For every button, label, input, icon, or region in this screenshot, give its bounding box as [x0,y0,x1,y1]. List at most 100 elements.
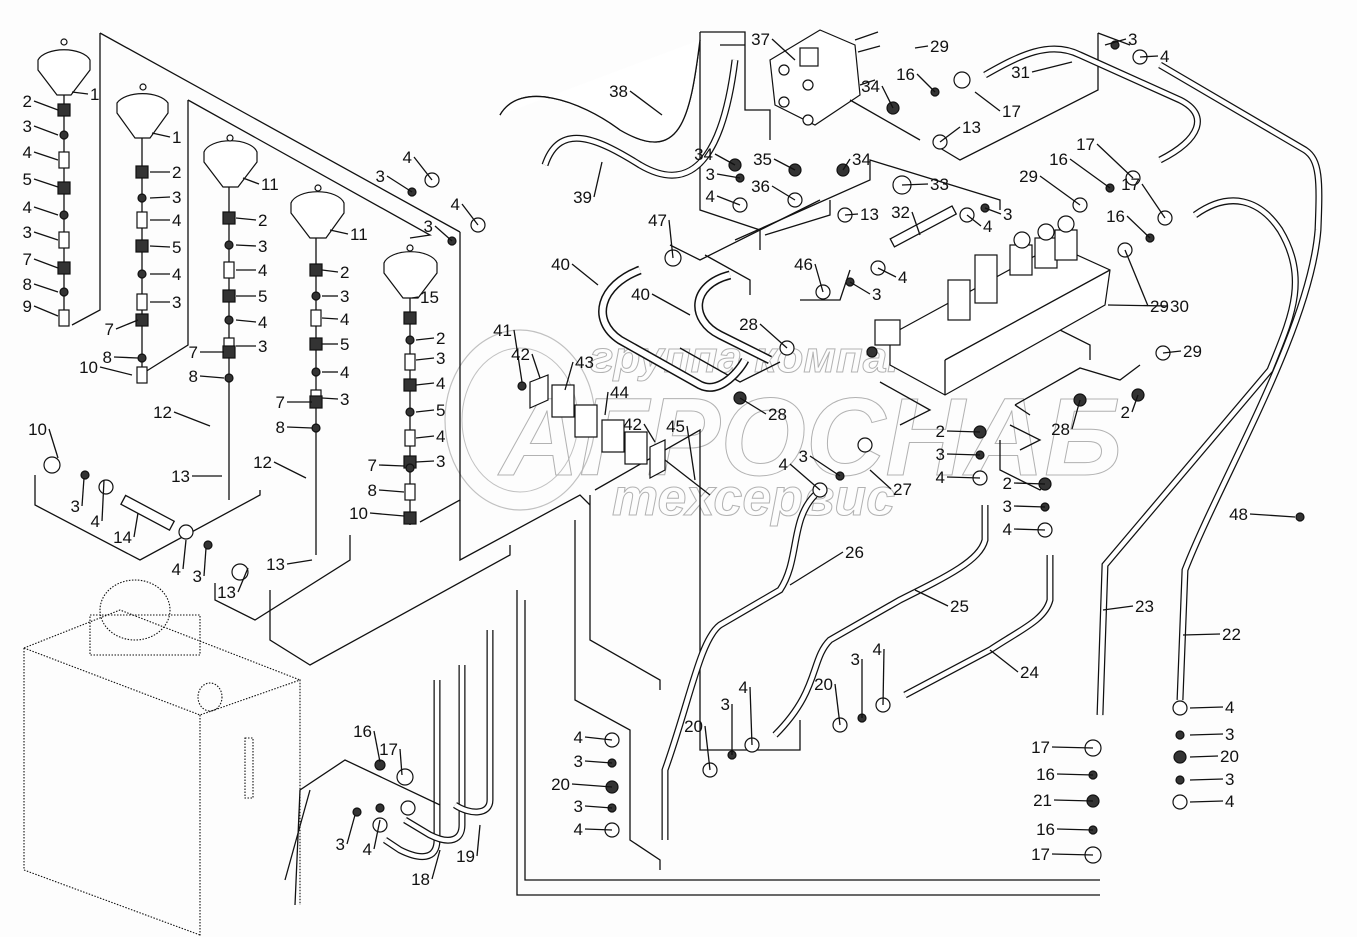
callout-34: 34 [852,150,871,169]
leader-line [584,828,613,831]
leader-line [1126,215,1151,239]
callout-3: 3 [721,695,730,714]
leader-line [71,91,89,95]
reservoir-15 [383,244,438,299]
hydraulic-tank [23,579,301,937]
callout-7: 7 [276,393,285,412]
leader-line [1069,158,1111,189]
callout-32: 32 [891,203,910,222]
callout-3: 3 [340,287,349,306]
fitting [375,803,385,813]
ring-fitting [137,269,147,279]
leader-line [739,397,767,415]
leader-line [1013,482,1046,485]
callout-45: 45 [666,417,685,436]
leader-line [946,453,981,456]
leader-line [901,183,929,186]
ring-fitting [59,287,69,297]
leader-line [33,206,59,216]
callout-3: 3 [436,349,445,368]
ring-fitting [59,210,69,220]
leader-line [809,455,841,477]
leader-line [286,559,313,565]
leader-line [242,177,260,185]
callout-43: 43 [575,353,594,372]
callout-4: 4 [451,195,460,214]
callout-29: 29 [930,37,949,56]
leader-line [203,547,207,577]
reservoir-11a [203,134,258,188]
callout-5: 5 [340,335,349,354]
leader-line [584,736,613,741]
callout-4: 4 [436,427,445,446]
callout-28: 28 [768,405,787,424]
leader-line [1071,399,1081,430]
fitting [953,71,971,89]
callout-37: 37 [751,30,770,49]
sleeve-fitting [310,309,322,327]
leader-line [914,589,949,607]
leader-line [113,356,139,359]
leader-line [81,477,85,507]
callout-3: 3 [574,797,583,816]
leader-line [386,175,413,193]
callout-48: 48 [1229,505,1248,524]
leader-line [1051,853,1094,856]
leader-line [704,725,711,771]
callout-3: 3 [1003,497,1012,516]
leader-line [651,293,691,316]
callout-7: 7 [105,320,114,339]
leader-line [686,425,696,481]
callout-4: 4 [1003,520,1012,539]
leader-line [849,281,871,295]
leader-line [33,305,59,317]
leader-line [714,153,736,166]
callout-2: 2 [258,211,267,230]
fitting [80,470,90,480]
callout-16: 16 [1036,820,1055,839]
tube-18a [383,680,441,861]
leader-line [1131,394,1139,413]
callout-3: 3 [706,165,715,184]
leader-line [33,151,59,161]
nut-fitting [57,261,71,275]
callout-4: 4 [23,198,32,217]
nut-fitting [222,345,236,359]
ring-fitting [405,407,415,417]
ring-fitting [405,335,415,345]
callout-4: 4 [23,143,32,162]
callout-8: 8 [23,275,32,294]
fitting [43,456,61,474]
callout-12: 12 [153,403,172,422]
callout-4: 4 [739,678,748,697]
leader-line [643,423,656,443]
leader-line [1162,350,1182,354]
leader-line [286,426,313,429]
leader-line [115,319,139,330]
leader-line [844,213,859,216]
leader-line [1249,513,1296,518]
callout-13: 13 [217,583,236,602]
leader-line [182,539,187,570]
ring-fitting [224,315,234,325]
callout-29: 29 [1019,167,1038,186]
callout-15: 15 [420,288,439,307]
callout-13: 13 [266,555,285,574]
leader-line [531,353,541,379]
callout-10: 10 [79,358,98,377]
fitting [1172,794,1188,810]
callout-3: 3 [376,167,385,186]
leader-line [373,819,381,850]
callout-4: 4 [1160,47,1169,66]
fitting [352,807,362,817]
nut-fitting [135,165,149,179]
reservoir-1a [37,38,91,96]
callout-1: 1 [172,128,181,147]
callout-17: 17 [1002,102,1021,121]
leader-line [1013,505,1046,508]
fitting [231,563,249,581]
leader-line [415,357,435,361]
fitting [98,479,114,495]
callout-17: 17 [1121,175,1140,194]
